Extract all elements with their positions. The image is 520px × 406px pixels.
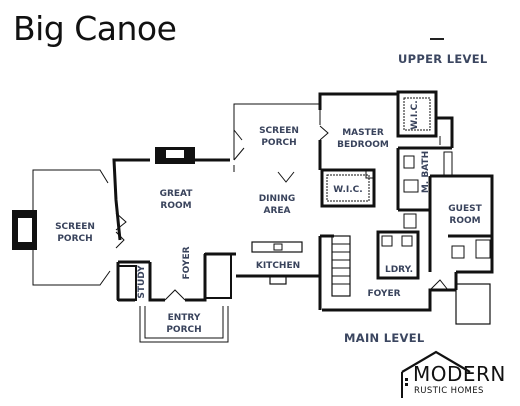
- room-label-ldry: LDRY.: [385, 265, 413, 275]
- entry-walls: [117, 254, 229, 343]
- page-title: Big Canoe: [13, 9, 177, 48]
- staircase: [331, 235, 351, 297]
- room-label-screen-porch-upper-1: SCREEN: [259, 126, 299, 136]
- logo-text-rustic-homes: RUSTIC HOMES: [414, 386, 484, 396]
- room-label-screen-porch-upper-2: PORCH: [261, 138, 296, 148]
- great-room-walls: [112, 147, 230, 302]
- room-label-kitchen: KITCHEN: [256, 261, 300, 271]
- master-wic-walls: [320, 168, 376, 208]
- main-foyer-walls: [322, 272, 491, 325]
- room-label-guest-room-1: GUEST: [448, 204, 482, 214]
- laundry-walls: [376, 213, 420, 280]
- room-label-wic-upper: W.I.C.: [410, 100, 420, 129]
- room-label-study: STUDY: [137, 265, 147, 299]
- room-label-master-bedroom-2: BEDROOM: [337, 140, 389, 150]
- room-label-dining-area-2: AREA: [263, 206, 290, 216]
- screen-porch-left-outline: [12, 169, 111, 286]
- kitchen-walls: [204, 171, 334, 310]
- guest-room-walls: [428, 174, 494, 274]
- room-label-screen-porch-left-1: SCREEN: [55, 222, 95, 232]
- room-label-entry-porch-1: ENTRY: [168, 313, 201, 323]
- main-level-label: MAIN LEVEL: [344, 331, 425, 345]
- room-label-guest-room-2: ROOM: [449, 216, 480, 226]
- room-label-m-bath: M. BATH: [421, 151, 431, 193]
- house-roof-icon: [401, 350, 471, 398]
- master-bath-walls: [396, 146, 453, 212]
- upper-level-dash: [430, 38, 444, 40]
- master-bedroom-walls: [318, 90, 454, 170]
- room-label-foyer-left: FOYER: [182, 246, 192, 279]
- room-label-master-bedroom-1: MASTER: [342, 128, 384, 138]
- room-label-screen-porch-left-2: PORCH: [57, 234, 92, 244]
- upper-level-label: UPPER LEVEL: [398, 52, 488, 66]
- room-label-entry-porch-2: PORCH: [166, 325, 201, 335]
- room-label-dining-area-1: DINING: [259, 194, 296, 204]
- room-label-wic-master: W.I.C.: [333, 185, 362, 195]
- logo-text-modern: MODERN: [413, 362, 506, 386]
- room-label-great-room-2: ROOM: [160, 201, 191, 211]
- room-label-foyer-right: FOYER: [367, 289, 400, 299]
- room-label-great-room-1: GREAT: [160, 189, 194, 199]
- screen-porch-upper-outline: [233, 103, 321, 172]
